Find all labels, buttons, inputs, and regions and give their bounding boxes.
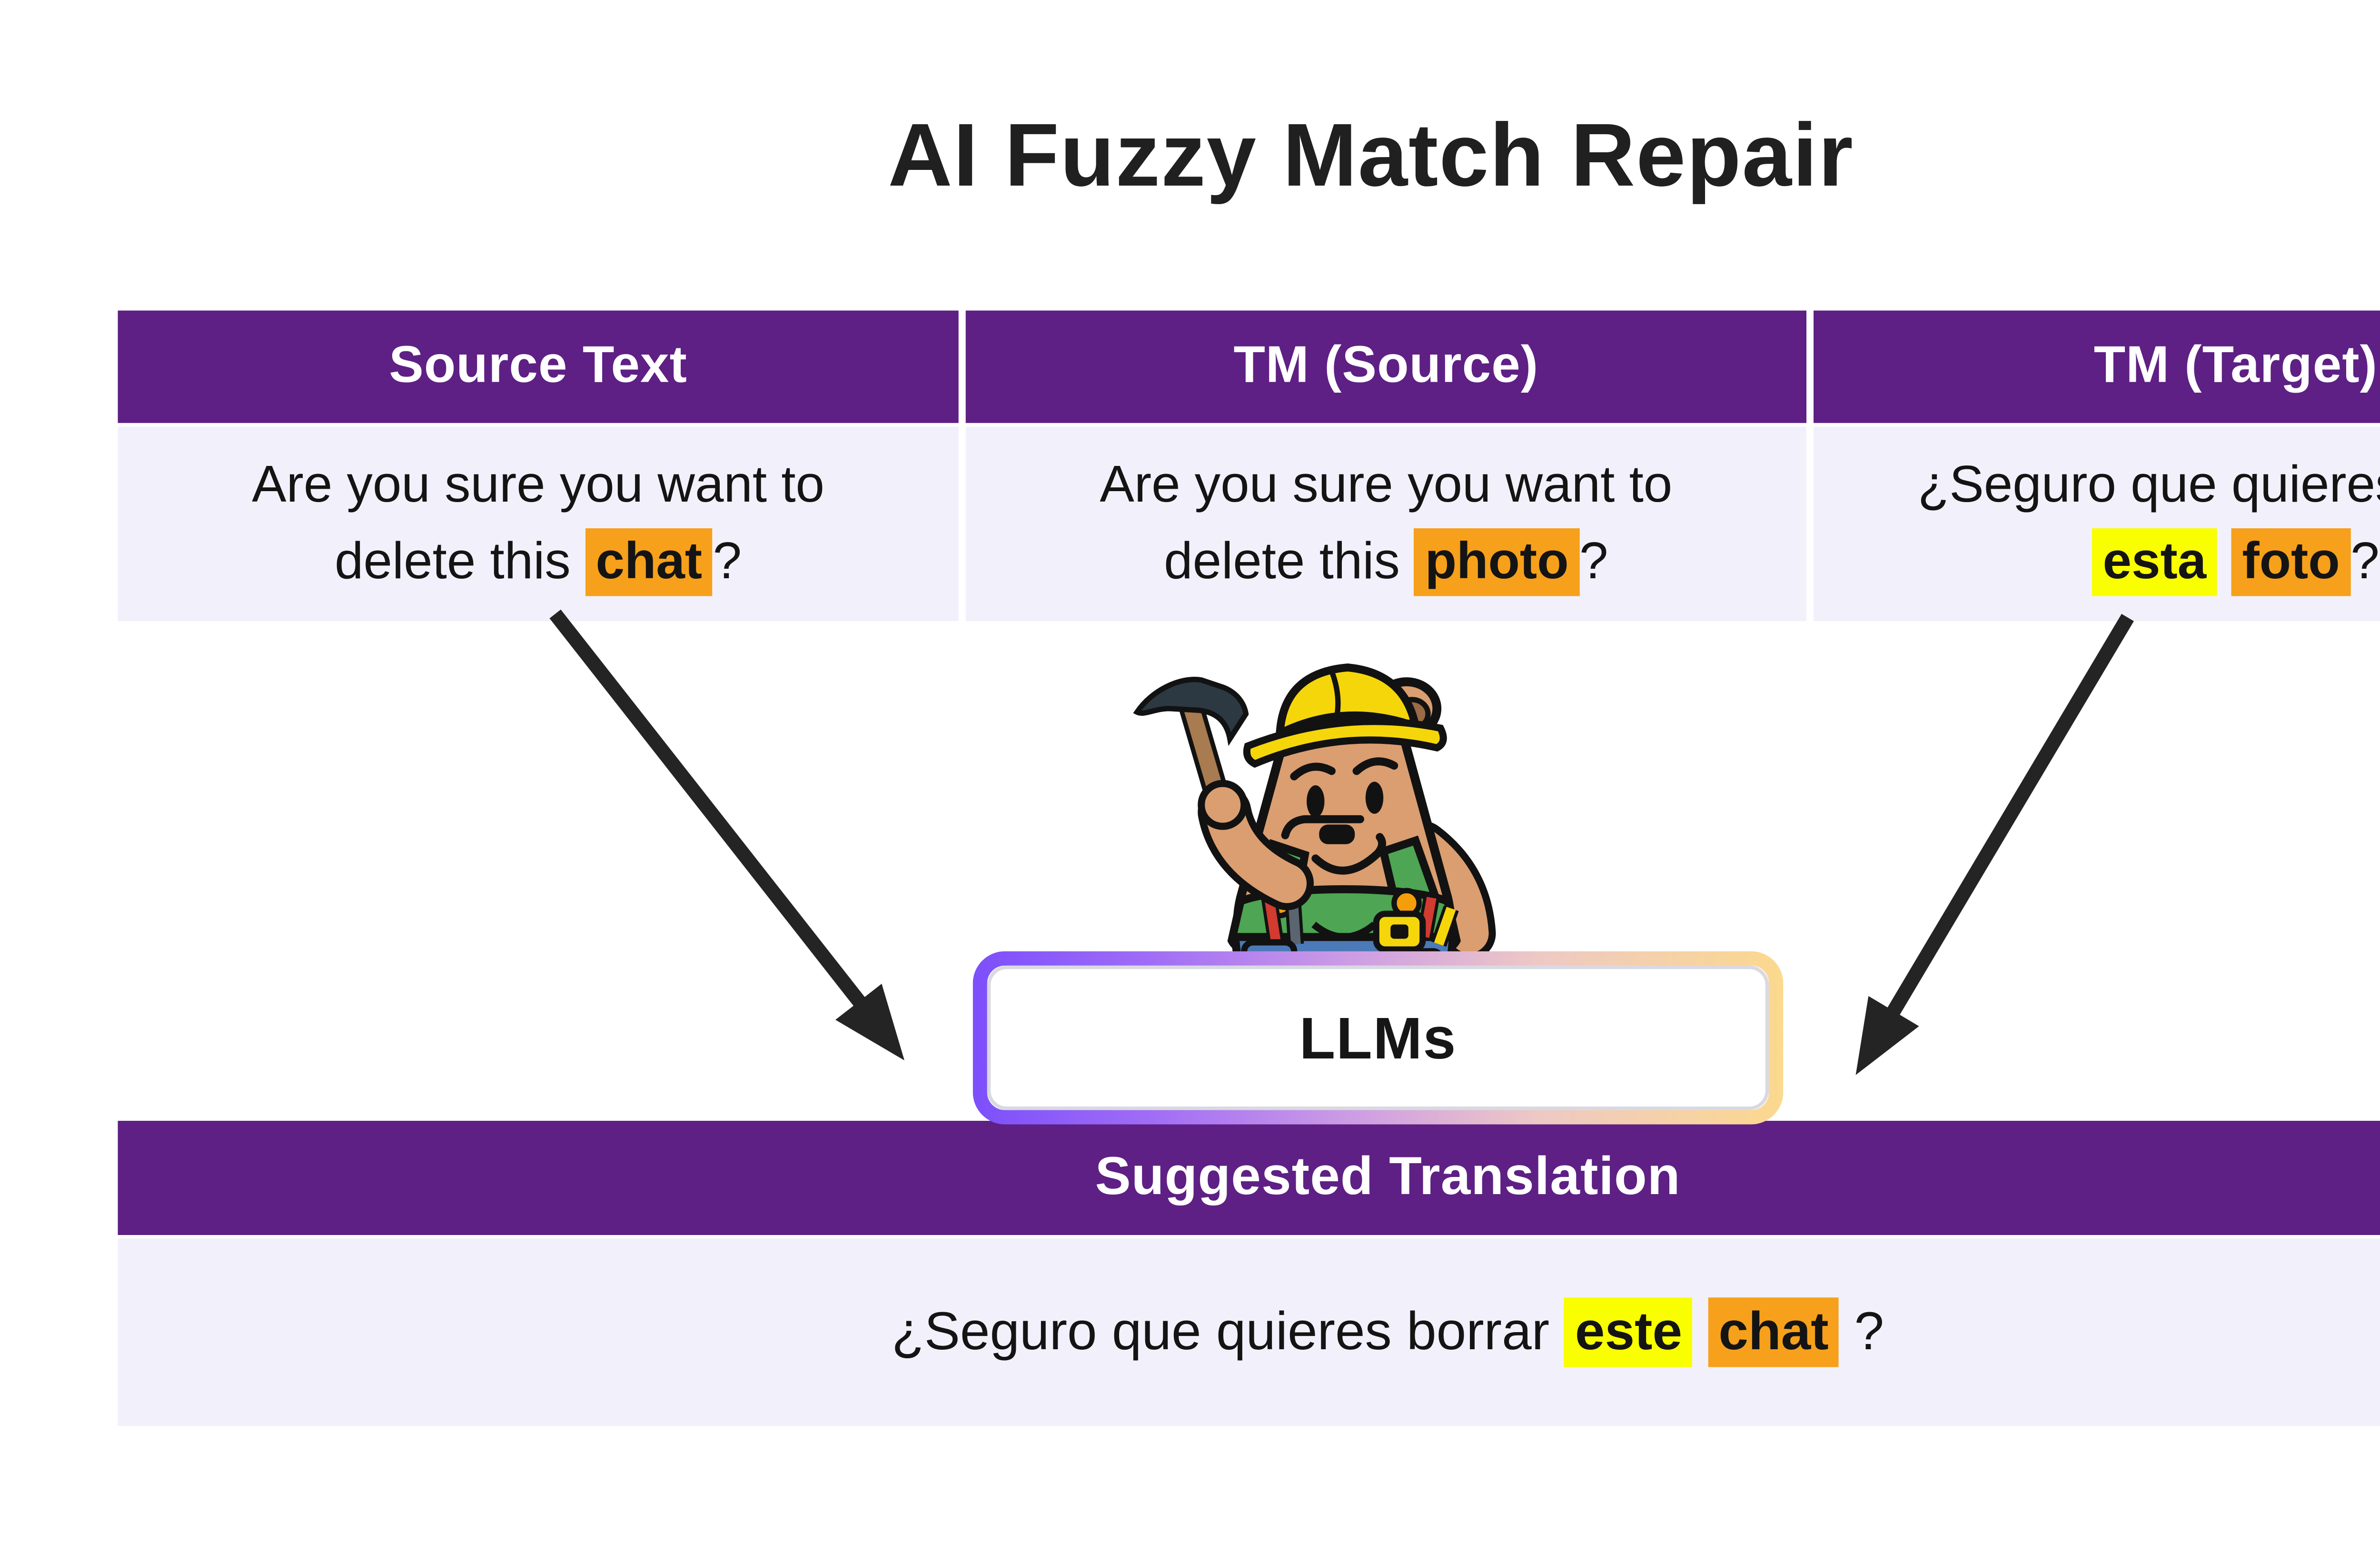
text-segment: Are you sure you want to delete this: [252, 457, 825, 590]
text-segment: Are you sure you want to delete this: [1100, 457, 1673, 590]
construction-bear-mascot-illustration: [1133, 663, 1496, 975]
mascot-image-frame: [1115, 633, 1558, 975]
tm-source-value: Are you sure you want to delete this pho…: [1036, 449, 1736, 599]
source-text-value: Are you sure you want to delete this cha…: [188, 449, 888, 599]
right-arrow: [1855, 613, 2134, 1075]
tm-target-value: ¿Seguro que quieres borrar esta foto?: [1886, 449, 2380, 599]
text-segment: ?: [2350, 533, 2380, 590]
text-segment: ¿Seguro que quieres borrar: [1917, 457, 2380, 515]
source-text-cell: Are you sure you want to delete this cha…: [118, 426, 959, 621]
text-segment: ¿Seguro que quieres borrar: [892, 1302, 1565, 1361]
page-title: AI Fuzzy Match Repair: [888, 105, 1854, 206]
highlighted-term: chat: [585, 527, 713, 595]
llms-label: LLMs: [987, 965, 1769, 1110]
highlighted-term: chat: [1707, 1296, 1840, 1366]
highlighted-term: este: [1564, 1296, 1693, 1366]
text-segment: [1693, 1302, 1708, 1361]
highlighted-term: esta: [2092, 527, 2217, 595]
highlighted-term: photo: [1414, 527, 1580, 595]
suggested-translation-value: ¿Seguro que quieres borrar este chat ?: [892, 1296, 1884, 1366]
highlighted-term: foto: [2231, 527, 2351, 595]
text-segment: ?: [1579, 533, 1608, 590]
column-header-source-text: Source Text: [118, 310, 959, 423]
text-segment: [2217, 533, 2231, 590]
left-arrow: [549, 609, 905, 1061]
text-segment: ?: [1839, 1302, 1884, 1361]
tm-source-cell: Are you sure you want to delete this pho…: [965, 426, 1806, 621]
suggested-translation-cell: ¿Seguro que quieres borrar este chat ?: [118, 1238, 2380, 1426]
suggested-translation-header: Suggested Translation: [118, 1121, 2380, 1235]
llms-box: LLMs: [973, 951, 1784, 1125]
tm-target-cell: ¿Seguro que quieres borrar esta foto?: [1814, 426, 2380, 621]
text-segment: ?: [713, 533, 742, 590]
column-header-tm-source: TM (Source): [965, 310, 1806, 423]
column-header-tm-target: TM (Target): [1814, 310, 2380, 423]
